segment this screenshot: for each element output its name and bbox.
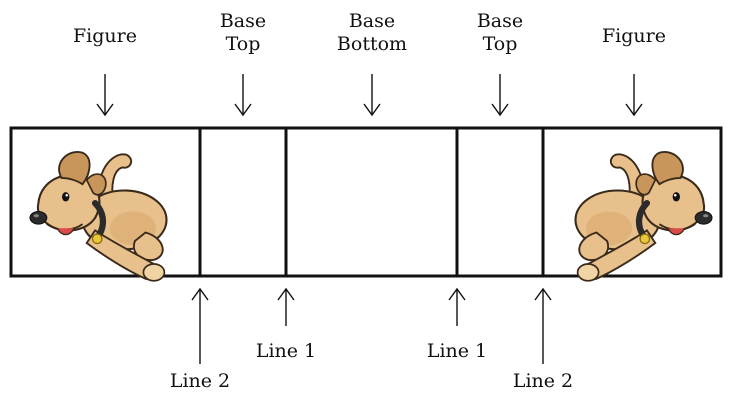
label-figure-right: Figure xyxy=(602,25,666,47)
label-base-bottom: Base Bottom xyxy=(336,10,408,55)
arrow-up-line1-left xyxy=(277,287,295,326)
label-base-top-right: Base Top xyxy=(476,10,524,55)
arrow-down-figure-left xyxy=(96,74,114,117)
strip-frame xyxy=(9,126,723,278)
label-figure-left: Figure xyxy=(73,25,137,47)
arrow-down-base-top-left xyxy=(234,74,252,117)
label-base-top-left: Base Top xyxy=(219,10,267,55)
arrow-down-figure-right xyxy=(625,74,643,117)
arrow-down-base-top-right xyxy=(491,74,509,117)
label-line2-right: Line 2 xyxy=(512,370,574,392)
arrow-up-line1-right xyxy=(448,287,466,326)
dog-icon-left xyxy=(30,152,167,281)
arrow-up-line2-left xyxy=(191,287,209,364)
arrow-up-line2-right xyxy=(534,287,552,364)
label-line1-left: Line 1 xyxy=(255,340,317,362)
label-line2-left: Line 2 xyxy=(169,370,231,392)
dog-icon-right xyxy=(576,152,713,281)
label-line1-right: Line 1 xyxy=(426,340,488,362)
arrow-down-base-bottom xyxy=(363,74,381,117)
